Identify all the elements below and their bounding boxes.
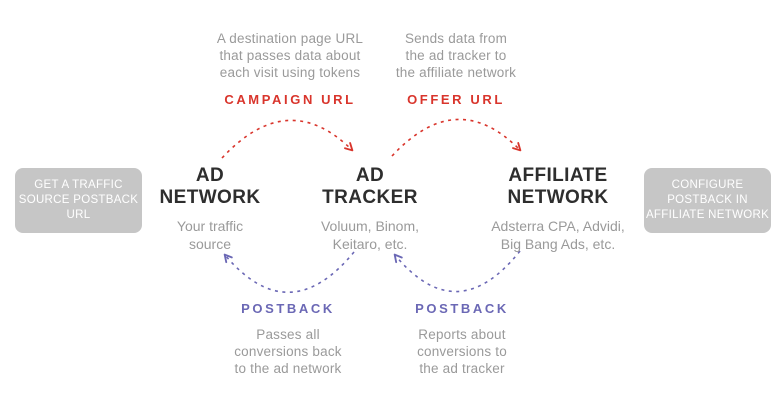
- node-title: AD NETWORK: [115, 165, 305, 209]
- description-line: Sends data from: [404, 31, 508, 46]
- configure-postback-button[interactable]: CONFIGURE POSTBACK IN AFFILIATE NETWORK: [644, 168, 771, 233]
- offer-url-label: OFFER URL: [407, 92, 505, 107]
- campaign-url-label: CAMPAIGN URL: [224, 92, 356, 107]
- description-line: Passes all: [256, 327, 320, 342]
- campaign-url-arrow: [221, 119, 354, 159]
- node-subtitle-line: Keitaro, etc.: [332, 236, 408, 252]
- node-subtitle-line: Big Bang Ads, etc.: [500, 236, 616, 252]
- offer-url-description: Sends data from the ad tracker to the af…: [346, 30, 566, 81]
- node-title-line: AD: [195, 165, 225, 186]
- button-label-line: SOURCE POSTBACK: [18, 194, 139, 206]
- node-ad-network: AD NETWORK Your traffic source: [115, 165, 305, 253]
- button-label-line: CONFIGURE: [671, 179, 744, 191]
- offer-url-arrow: [391, 118, 522, 157]
- postback-left-arrow: [223, 251, 355, 294]
- node-subtitle: Your traffic source: [115, 217, 305, 253]
- offer-url-annotation: Sends data from the ad tracker to the af…: [346, 30, 566, 107]
- node-title-line: AD: [355, 165, 385, 186]
- node-title-line: NETWORK: [159, 187, 261, 208]
- node-subtitle: Adsterra CPA, Advidi, Big Bang Ads, etc.: [463, 217, 653, 253]
- description-line: conversions back: [234, 344, 342, 359]
- postback-right-description: Reports about conversions to the ad trac…: [352, 326, 572, 377]
- description-line: conversions to: [417, 344, 507, 359]
- node-title-line: NETWORK: [507, 187, 609, 208]
- node-title-line: TRACKER: [322, 187, 418, 208]
- description-line: the ad tracker to: [405, 48, 507, 63]
- description-line: the ad tracker: [419, 361, 505, 376]
- node-affiliate-network: AFFILIATE NETWORK Adsterra CPA, Advidi, …: [463, 165, 653, 253]
- postback-right-arrow: [393, 250, 521, 293]
- postback-right-annotation: POSTBACK Reports about conversions to th…: [352, 301, 572, 377]
- description-line: that passes data about: [219, 48, 361, 63]
- node-ad-tracker: AD TRACKER Voluum, Binom, Keitaro, etc.: [275, 165, 465, 253]
- postback-left-annotation: POSTBACK Passes all conversions back to …: [178, 301, 398, 377]
- button-label-line: GET A TRAFFIC: [34, 179, 123, 191]
- node-subtitle-line: source: [188, 236, 232, 252]
- node-title-line: AFFILIATE: [508, 165, 608, 186]
- postback-left-description: Passes all conversions back to the ad ne…: [178, 326, 398, 377]
- campaign-url-annotation: A destination page URL that passes data …: [180, 30, 400, 107]
- campaign-url-description: A destination page URL that passes data …: [180, 30, 400, 81]
- description-line: to the ad network: [234, 361, 342, 376]
- node-subtitle-line: Adsterra CPA, Advidi,: [491, 218, 625, 234]
- node-title: AD TRACKER: [275, 165, 465, 209]
- node-subtitle-line: Voluum, Binom,: [320, 218, 420, 234]
- node-subtitle: Voluum, Binom, Keitaro, etc.: [275, 217, 465, 253]
- node-subtitle-line: Your traffic: [176, 218, 244, 234]
- description-line: Reports about: [418, 327, 506, 342]
- button-label-line: AFFILIATE NETWORK: [645, 209, 770, 221]
- button-label-line: URL: [66, 209, 91, 221]
- button-label-line: POSTBACK IN: [667, 194, 748, 206]
- description-line: the affiliate network: [395, 65, 517, 80]
- description-line: A destination page URL: [216, 31, 364, 46]
- postback-left-label: POSTBACK: [241, 301, 335, 316]
- node-title: AFFILIATE NETWORK: [463, 165, 653, 209]
- description-line: each visit using tokens: [219, 65, 361, 80]
- postback-right-label: POSTBACK: [415, 301, 509, 316]
- get-postback-url-button[interactable]: GET A TRAFFIC SOURCE POSTBACK URL: [15, 168, 142, 233]
